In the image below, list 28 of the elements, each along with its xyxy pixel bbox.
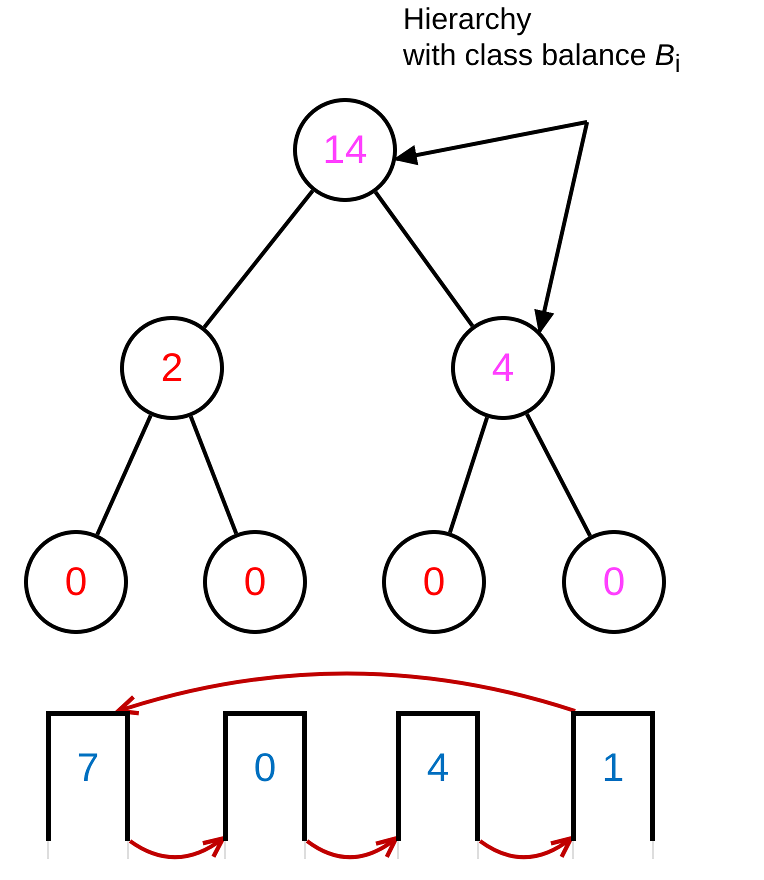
arrow	[478, 836, 574, 860]
annotation-text: with class balance B$_{i}$	[403, 38, 682, 79]
open-bin	[46, 711, 130, 841]
annotation-text: Hierarchy	[403, 2, 532, 38]
node-value: 1	[602, 746, 624, 791]
node-value: 0	[602, 560, 626, 604]
tree-branch-line	[95, 414, 153, 536]
arrow	[116, 672, 576, 716]
node-value: 0	[254, 746, 276, 791]
node-value: 7	[76, 746, 100, 791]
arrow	[534, 122, 590, 335]
node-value: 0	[244, 560, 266, 604]
open-bin	[571, 711, 655, 841]
tree-branch-line	[188, 416, 238, 534]
node-value: 0	[64, 560, 88, 604]
tree-branch-line	[525, 413, 592, 537]
arrow	[128, 836, 226, 860]
node-value: 4	[492, 346, 514, 390]
node-value: 14	[322, 128, 368, 172]
tree-branch-line	[202, 189, 314, 329]
node-value: 0	[422, 560, 446, 604]
tree-branch-line	[374, 190, 474, 328]
tree-branch-line	[448, 416, 489, 534]
open-bin	[223, 711, 307, 841]
arrow	[306, 836, 398, 860]
open-bin	[396, 711, 480, 841]
node-value: 2	[160, 346, 184, 390]
node-value: 4	[426, 746, 450, 791]
